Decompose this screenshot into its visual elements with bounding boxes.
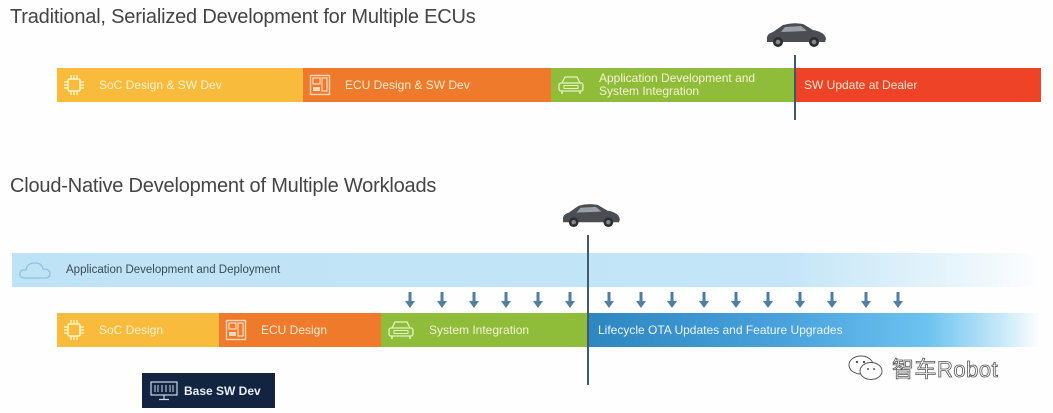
car-icon bbox=[766, 23, 826, 47]
phase-ecu-design: ECU Design bbox=[219, 313, 381, 347]
phase-system-integration: System Integration bbox=[381, 313, 588, 347]
down-arrow-icon bbox=[827, 292, 837, 308]
down-arrow-icon bbox=[469, 292, 479, 308]
down-arrow-icon bbox=[699, 292, 709, 308]
down-arrow-icon bbox=[533, 292, 543, 308]
phase-soc-design-sw-dev: SoC Design & SW Dev bbox=[57, 68, 303, 102]
down-arrow-icon bbox=[861, 292, 871, 308]
chip-icon bbox=[64, 75, 84, 95]
down-arrow-icon bbox=[405, 292, 415, 308]
down-arrow-icon bbox=[565, 292, 575, 308]
application-development-deployment-bar: Application Development and Deployment bbox=[12, 253, 1042, 287]
down-arrow-icon bbox=[437, 292, 447, 308]
phase-label: Application Development and System Integ… bbox=[599, 72, 755, 98]
down-arrow-icon bbox=[893, 292, 903, 308]
base-sw-dev-label: Base SW Dev bbox=[184, 383, 261, 398]
down-arrow-icon bbox=[763, 292, 773, 308]
circuit-board-icon bbox=[225, 319, 247, 341]
phase-label: Lifecycle OTA Updates and Feature Upgrad… bbox=[598, 323, 843, 337]
milestone-line bbox=[587, 235, 589, 385]
phase-label: ECU Design bbox=[261, 322, 328, 337]
phase-label-line2: System Integration bbox=[599, 84, 700, 98]
down-arrow-icon bbox=[667, 292, 677, 308]
chip-icon bbox=[64, 320, 84, 340]
phase-label: System Integration bbox=[429, 322, 530, 337]
car-front-icon bbox=[388, 321, 414, 339]
traditional-title: Traditional, Serialized Development for … bbox=[10, 6, 476, 28]
phase-label: ECU Design & SW Dev bbox=[345, 77, 470, 92]
monitor-icon bbox=[150, 380, 178, 400]
phase-ecu-design-sw-dev: ECU Design & SW Dev bbox=[303, 68, 551, 102]
cloud-bar-label: Application Development and Deployment bbox=[66, 264, 281, 276]
phase-application-development-system-integration: Application Development and System Integ… bbox=[551, 68, 796, 102]
phase-sw-update-at-dealer: SW Update at Dealer bbox=[796, 68, 1041, 102]
phase-label: SoC Design bbox=[99, 322, 164, 337]
down-arrow-icon bbox=[604, 292, 614, 308]
wechat-icon bbox=[848, 355, 883, 380]
cloud-native-title: Cloud-Native Development of Multiple Wor… bbox=[10, 175, 437, 197]
milestone-line bbox=[794, 55, 796, 120]
down-arrow-icon bbox=[501, 292, 511, 308]
circuit-board-icon bbox=[309, 74, 331, 96]
phase-soc-design: SoC Design bbox=[57, 313, 219, 347]
car-icon bbox=[562, 204, 620, 228]
car-front-icon bbox=[558, 76, 584, 94]
watermark-text: 智车Robot bbox=[892, 357, 999, 383]
phase-lifecycle-ota-updates: Lifecycle OTA Updates and Feature Upgrad… bbox=[588, 313, 1040, 347]
watermark: 智车Robot bbox=[846, 352, 998, 384]
base-sw-dev-box: Base SW Dev bbox=[142, 373, 275, 408]
down-arrow-icon bbox=[731, 292, 741, 308]
phase-label: SW Update at Dealer bbox=[804, 77, 918, 92]
cloud-icon bbox=[19, 262, 51, 279]
down-arrow-icon bbox=[636, 292, 646, 308]
phase-label: SoC Design & SW Dev bbox=[99, 77, 222, 92]
down-arrow-icon bbox=[795, 292, 805, 308]
phase-label-line1: Application Development and bbox=[599, 71, 756, 85]
